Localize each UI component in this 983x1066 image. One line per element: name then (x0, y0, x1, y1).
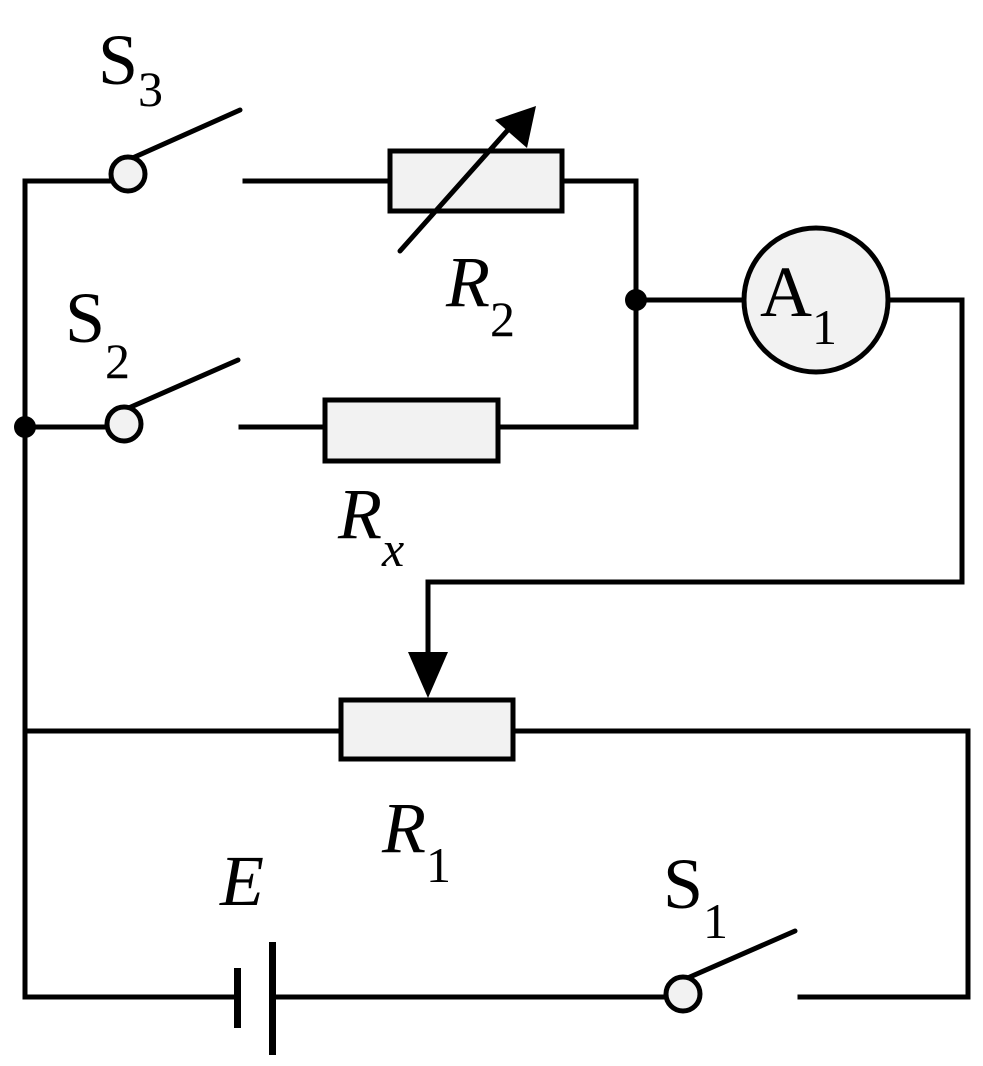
battery-e (234, 942, 276, 1055)
switch-s1-label: S1 (663, 844, 728, 949)
r1-slider-arrow (408, 652, 448, 698)
battery-long-plate (269, 942, 276, 1055)
resistor-rx-body (322, 397, 501, 464)
r1-right-wire (510, 728, 971, 1000)
rheostat-r1-body (338, 697, 516, 762)
battery-e-label: E (219, 841, 264, 921)
ammeter-a1 (741, 225, 891, 375)
ammeter-a1-circle (741, 225, 891, 375)
switch-s2-label: S2 (65, 278, 130, 389)
switch-s1-blade (680, 928, 798, 983)
rheostat-r2-body (387, 148, 565, 214)
rheostat-r2-arrow-head (495, 106, 536, 148)
rheostat-r2-label: R2 (445, 242, 515, 347)
switch-s2 (104, 357, 241, 444)
rheostat-r1-label: R1 (381, 788, 451, 893)
switch-s1-contact (663, 974, 703, 1014)
rheostat-r2-adjust-line (397, 119, 518, 254)
wires (22, 178, 971, 1000)
ammeter-a1-label: A1 (760, 252, 837, 355)
switch-s3-blade (125, 107, 243, 163)
r2-junction-wire (495, 178, 639, 430)
switch-s3 (108, 107, 243, 194)
resistor-rx-label: Rx (337, 474, 404, 577)
left-junction-node (14, 416, 36, 438)
battery-short-plate (234, 968, 241, 1028)
switch-s3-contact (108, 154, 148, 194)
ammeter-slider-wire (425, 297, 965, 673)
left-rail-wire (22, 178, 240, 1000)
switch-s3-label: S3 (98, 20, 163, 117)
switch-s2-contact (104, 404, 144, 444)
switch-s2-blade (121, 357, 241, 413)
right-junction-node (625, 289, 647, 311)
switch-s1 (663, 928, 798, 1014)
